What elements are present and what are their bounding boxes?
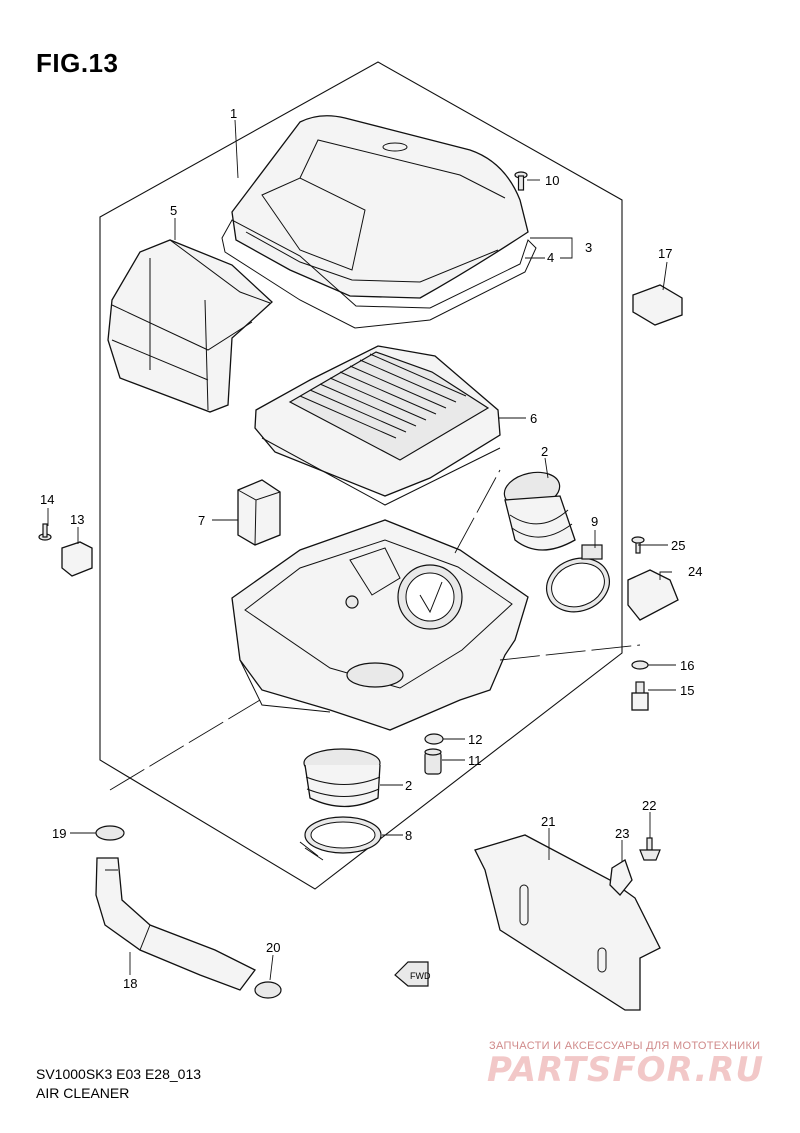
sensor-screw-right[interactable] bbox=[631, 536, 645, 554]
drain-clip[interactable] bbox=[424, 733, 444, 745]
watermark-tagline: ЗАПЧАСТИ И АКСЕССУАРЫ ДЛЯ МОТОТЕХНИКИ bbox=[489, 1040, 761, 1052]
callout-9: 9 bbox=[591, 514, 598, 529]
o-ring[interactable] bbox=[631, 660, 649, 670]
callout-10: 10 bbox=[545, 173, 559, 188]
callout-23: 23 bbox=[615, 826, 629, 841]
callout-4: 4 bbox=[547, 250, 554, 265]
callout-13: 13 bbox=[70, 512, 84, 527]
callout-17: 17 bbox=[658, 246, 672, 261]
hose-clamp-lower[interactable] bbox=[254, 981, 282, 999]
heat-shield-plate[interactable] bbox=[474, 834, 661, 1011]
watermark-logo: PARTSFOR.RU bbox=[487, 1050, 765, 1090]
callout-14: 14 bbox=[40, 492, 54, 507]
iat-sensor[interactable] bbox=[631, 681, 649, 711]
leader-lines bbox=[47, 119, 676, 981]
callout-24: 24 bbox=[688, 564, 702, 579]
callout-11: 11 bbox=[468, 753, 482, 768]
callout-5: 5 bbox=[170, 203, 177, 218]
drain-plug[interactable] bbox=[424, 748, 442, 775]
hose-clamp-upper[interactable] bbox=[95, 825, 125, 841]
callout-1: 1 bbox=[230, 106, 237, 121]
callout-22: 22 bbox=[642, 798, 656, 813]
svg-text:FWD: FWD bbox=[410, 971, 431, 981]
callout-18: 18 bbox=[123, 976, 137, 991]
callout-2b: 2 bbox=[405, 778, 412, 793]
foam-block[interactable] bbox=[237, 479, 281, 546]
figure-title: FIG.13 bbox=[36, 48, 119, 78]
upper-throttle-duct[interactable] bbox=[501, 468, 576, 551]
callout-6: 6 bbox=[530, 411, 537, 426]
callout-3: 3 bbox=[585, 240, 592, 255]
breather-hose[interactable] bbox=[95, 857, 256, 991]
upper-clamp[interactable] bbox=[539, 544, 617, 620]
intake-duct[interactable] bbox=[107, 239, 273, 413]
callout-2a: 2 bbox=[541, 444, 548, 459]
lower-clamp[interactable] bbox=[299, 816, 382, 861]
callout-19: 19 bbox=[52, 826, 66, 841]
iap-sensor-left[interactable] bbox=[61, 541, 93, 577]
lower-throttle-duct[interactable] bbox=[303, 748, 381, 808]
cap-screw[interactable] bbox=[514, 171, 528, 191]
air-cleaner-cap[interactable] bbox=[231, 115, 529, 299]
callout-12: 12 bbox=[468, 732, 482, 747]
callout-20: 20 bbox=[266, 940, 280, 955]
sensor-screw-left[interactable] bbox=[38, 523, 52, 541]
callout-15: 15 bbox=[680, 683, 694, 698]
assembly-boundary bbox=[99, 61, 623, 890]
callout-16: 16 bbox=[680, 658, 694, 673]
cap-seal[interactable] bbox=[221, 219, 537, 329]
grommet[interactable] bbox=[609, 859, 633, 896]
fwd-arrow-icon: FWD bbox=[394, 961, 431, 987]
model-code: SV1000SK3 E03 E28_013 bbox=[36, 1066, 202, 1082]
air-cleaner-case[interactable] bbox=[231, 519, 529, 731]
assembly-name: AIR CLEANER bbox=[36, 1085, 130, 1101]
plate-bolt[interactable] bbox=[639, 837, 661, 861]
callout-8: 8 bbox=[405, 828, 412, 843]
callout-labels: 1 2 2 3 4 5 6 7 8 9 10 11 12 13 14 15 16… bbox=[40, 106, 702, 991]
callout-25: 25 bbox=[671, 538, 685, 553]
callout-21: 21 bbox=[541, 814, 555, 829]
connector[interactable] bbox=[632, 284, 683, 326]
air-filter-element[interactable] bbox=[254, 345, 501, 506]
callout-7: 7 bbox=[198, 513, 205, 528]
iap-sensor-right[interactable] bbox=[627, 569, 679, 621]
